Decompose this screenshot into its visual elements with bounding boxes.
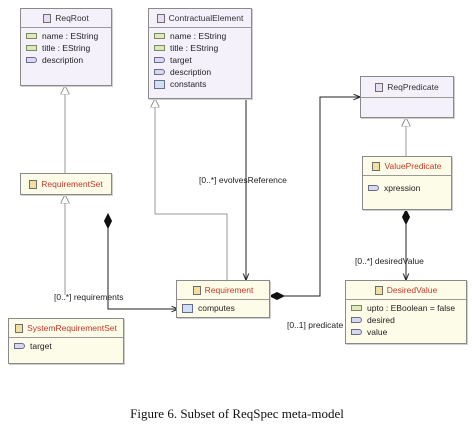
attribute-row[interactable]: description [21,54,111,66]
eclass-icon [156,13,165,23]
edge-label-desired-value: [0..*] desiredValue [355,256,424,266]
eattribute-icon [26,45,37,51]
attribute-row[interactable]: desired [346,314,466,326]
edge-label-requirements: [0..*] requirements [54,292,124,302]
eclass-icon [375,82,384,92]
attribute-row[interactable]: upto : EBoolean = false [346,302,466,314]
eattribute-icon [154,45,165,51]
eattribute-icon [154,33,165,39]
class-name: ValuePredicate [384,161,442,171]
class-name: ContractualElement [168,13,244,23]
eclass-icon [43,13,52,23]
edge-requirements [107,214,178,309]
class-name: ReqPredicate [387,82,439,92]
eclass-icon [192,285,201,295]
class-requirementset[interactable]: RequirementSet [20,173,112,195]
ereference-icon [351,329,362,335]
eclass-icon [374,285,383,295]
edge-label-evolves-reference: [0..*] evolvesReference [199,175,287,185]
class-name: ReqRoot [55,13,89,23]
edge-predicate [270,97,360,297]
edge-label-predicate: [0..1] predicate [287,320,344,330]
eclass-icon [29,179,38,189]
class-reqroot[interactable]: ReqRoot name : EString title : EString d… [20,8,112,86]
class-desiredvalue[interactable]: DesiredValue upto : EBoolean = false des… [345,280,467,344]
eclass-icon [372,161,381,171]
containment-icon [154,79,165,89]
class-reqpredicate[interactable]: ReqPredicate [360,76,454,118]
eattribute-icon [351,305,362,311]
ereference-icon [351,317,362,323]
edge-requirements-diamond [103,212,113,230]
generalization-requirement-contractualelement [155,99,228,280]
attribute-row[interactable]: xpression [363,182,451,194]
class-contractualelement[interactable]: ContractualElement name : EString title … [148,8,252,99]
ereference-icon [154,69,165,75]
attribute-row[interactable]: title : EString [21,42,111,54]
class-name: RequirementSet [41,179,103,189]
class-valuepredicate[interactable]: ValuePredicate xpression [362,156,452,210]
attribute-row[interactable]: name : EString [149,30,251,42]
class-name: DesiredValue [386,285,438,295]
edge-predicate-diamond [268,291,286,301]
class-requirement[interactable]: Requirement computes [176,280,270,318]
attribute-row[interactable]: value [346,326,466,338]
ereference-icon [368,185,379,191]
attribute-row[interactable]: computes [177,302,269,314]
class-name: SystemRequirementSet [27,323,117,333]
attribute-row[interactable]: title : EString [149,42,251,54]
ereference-icon [154,57,165,63]
attribute-row[interactable]: constants [149,78,251,90]
attribute-row[interactable]: target [149,54,251,66]
class-name: Requirement [204,285,254,295]
class-systemrequirementset[interactable]: SystemRequirementSet target [8,318,124,364]
attribute-row[interactable]: description [149,66,251,78]
containment-icon [182,303,193,313]
eclass-icon [15,323,24,333]
attribute-row[interactable]: name : EString [21,30,111,42]
ereference-icon [14,343,25,349]
ereference-icon [26,57,37,63]
edge-desired-value-diamond [401,208,411,226]
attribute-row[interactable]: target [9,340,123,352]
eattribute-icon [26,33,37,39]
figure-caption: Figure 6. Subset of ReqSpec meta-model [130,406,344,421]
